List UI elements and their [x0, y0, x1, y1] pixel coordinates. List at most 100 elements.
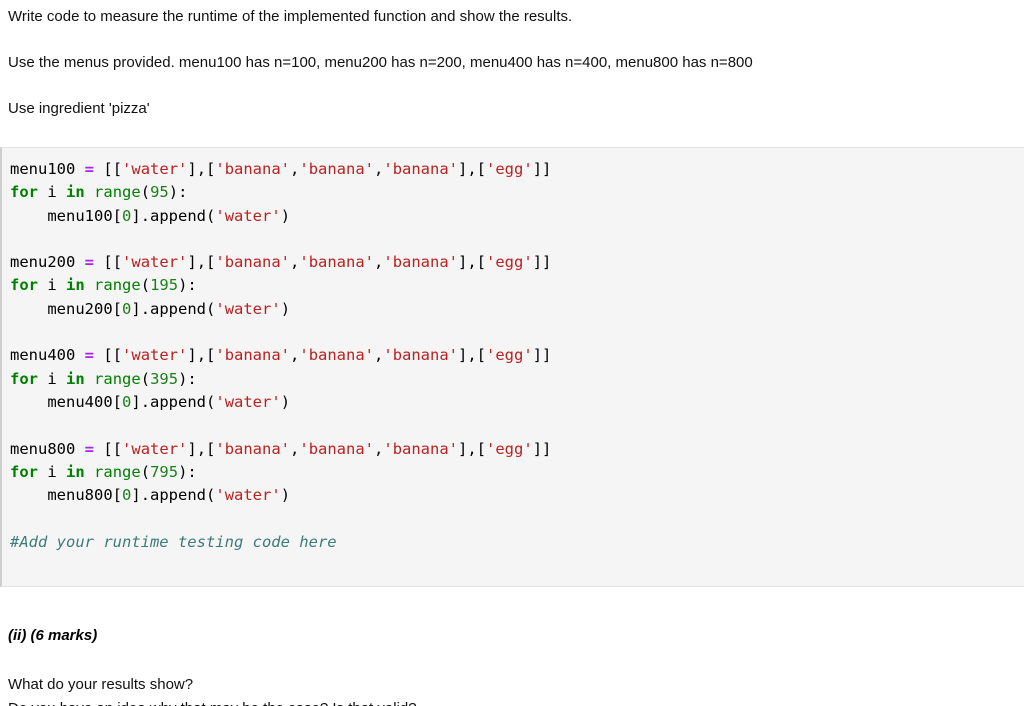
code-string-egg: 'egg' [486, 439, 533, 458]
code-punct: ]] [532, 253, 552, 272]
code-paren: ): [168, 183, 188, 202]
code-punct: , [290, 346, 300, 365]
code-punct: ],[ [187, 439, 216, 458]
code-space [38, 183, 47, 201]
code-keyword-for: for [10, 183, 38, 202]
code-paren: ( [206, 486, 216, 505]
code-space [85, 463, 94, 481]
code-space [38, 276, 47, 294]
code-number-range-4: 795 [150, 462, 179, 481]
code-paren: ): [178, 276, 197, 295]
code-punct: , [290, 439, 300, 458]
code-punct: , [374, 346, 384, 365]
code-bracket: ] [131, 486, 141, 505]
python-source[interactable]: menu100 = [['water'],['banana','banana',… [10, 158, 1024, 554]
code-keyword-in: in [66, 183, 85, 202]
code-index-zero: 0 [122, 486, 132, 505]
code-punct: ],[ [187, 346, 216, 365]
code-number-range-2: 195 [150, 276, 179, 295]
code-var-menu800: menu800 [10, 439, 76, 458]
code-string-egg: 'egg' [486, 253, 533, 272]
code-append-target-4: menu800 [47, 486, 113, 505]
code-operator-assign-1: = [84, 160, 95, 178]
code-index-zero: 0 [122, 206, 132, 225]
code-string-banana: 'banana' [215, 253, 291, 272]
code-paren: ( [206, 299, 216, 318]
code-var-i: i [47, 369, 57, 388]
code-space [38, 463, 47, 481]
code-index-zero: 0 [122, 299, 132, 318]
code-string-banana: 'banana' [299, 253, 375, 272]
ingredient-paragraph: Use ingredient 'pizza' [8, 100, 150, 117]
code-var-menu100: menu100 [10, 160, 76, 178]
code-paren: ): [178, 369, 197, 388]
code-paren: ) [280, 299, 291, 318]
code-operator-assign-3: = [84, 346, 95, 365]
code-number-range-1: 95 [150, 183, 169, 202]
code-string-water: 'water' [215, 392, 281, 411]
code-paren: ( [140, 462, 151, 481]
code-bracket: [[ [103, 346, 123, 365]
code-space [85, 370, 94, 388]
code-paren: ( [206, 392, 216, 411]
code-space [75, 253, 84, 271]
code-string-banana: 'banana' [299, 160, 375, 178]
code-append-target-3: menu400 [47, 392, 113, 411]
code-keyword-in: in [66, 276, 85, 295]
code-space [75, 440, 84, 458]
code-comment-placeholder: #Add your runtime testing code here [10, 532, 337, 551]
code-paren: ( [140, 183, 151, 202]
code-string-water: 'water' [215, 299, 281, 318]
code-paren: ) [280, 206, 291, 225]
code-method-append: .append [140, 299, 207, 318]
code-builtin-range: range [94, 369, 141, 388]
code-space [94, 253, 103, 271]
code-string-banana: 'banana' [383, 160, 459, 178]
code-string-banana: 'banana' [383, 253, 459, 272]
code-string-egg: 'egg' [486, 346, 533, 365]
code-string-banana: 'banana' [383, 439, 459, 458]
code-string-banana: 'banana' [215, 439, 291, 458]
code-punct: ],[ [187, 253, 216, 272]
code-block[interactable]: menu100 = [['water'],['banana','banana',… [0, 147, 1024, 587]
code-string-banana: 'banana' [299, 439, 375, 458]
code-keyword-for: for [10, 276, 38, 295]
code-method-append: .append [140, 206, 207, 225]
code-paren: ( [140, 369, 151, 388]
code-builtin-range: range [94, 276, 141, 295]
code-string-water: 'water' [122, 439, 188, 458]
code-space [38, 370, 47, 388]
code-bracket: [ [112, 486, 122, 505]
code-space [57, 463, 66, 481]
code-space [94, 440, 103, 458]
menus-description-paragraph: Use the menus provided. menu100 has n=10… [8, 54, 753, 71]
code-punct: , [290, 160, 300, 178]
code-bracket: ] [131, 206, 141, 225]
code-bracket: [ [112, 206, 122, 225]
code-paren: ): [178, 462, 197, 481]
code-paren: ) [280, 486, 291, 505]
code-string-water: 'water' [215, 486, 281, 505]
code-builtin-range: range [94, 462, 141, 481]
code-string-water: 'water' [122, 346, 188, 365]
question-text: What do your results show? [8, 676, 194, 693]
code-method-append: .append [140, 392, 207, 411]
code-bracket: [ [112, 299, 122, 318]
marks-heading: (ii) (6 marks) [8, 627, 98, 644]
code-var-menu200: menu200 [10, 253, 76, 272]
code-bracket: [[ [103, 253, 123, 272]
code-string-banana: 'banana' [299, 346, 375, 365]
code-string-water: 'water' [122, 160, 188, 178]
code-operator-assign-2: = [84, 253, 95, 272]
code-space [57, 370, 66, 388]
code-paren: ) [280, 392, 291, 411]
code-var-menu400: menu400 [10, 346, 76, 365]
code-punct: ],[ [187, 160, 216, 178]
code-operator-assign-4: = [84, 439, 95, 458]
code-var-i: i [47, 276, 57, 295]
code-paren: ( [140, 276, 151, 295]
code-string-banana: 'banana' [383, 346, 459, 365]
code-string-egg: 'egg' [486, 160, 533, 178]
code-paren: ( [206, 206, 216, 225]
